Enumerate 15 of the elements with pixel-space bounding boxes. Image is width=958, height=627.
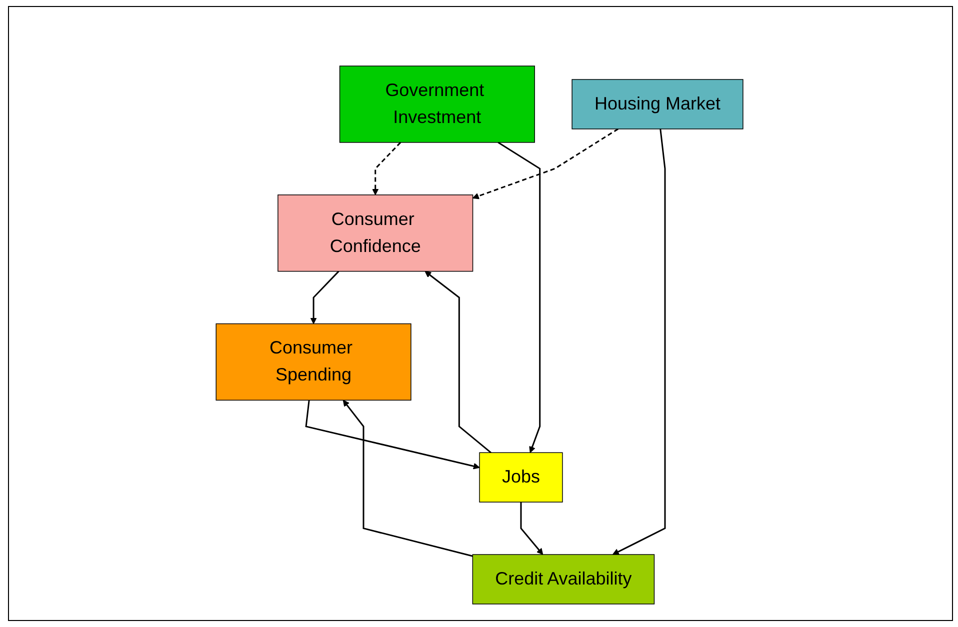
arrow	[612, 128, 666, 555]
arrow	[306, 400, 480, 470]
node-box: Consumer Spending	[216, 323, 412, 401]
arrow	[472, 128, 619, 200]
node-box: Credit Availability	[472, 554, 656, 604]
arrow	[343, 400, 474, 557]
arrow	[425, 271, 492, 454]
arrow	[310, 270, 340, 324]
node-box: Consumer Confidence	[278, 194, 474, 272]
node-box: Jobs	[480, 452, 564, 502]
arrow	[498, 142, 542, 453]
node-box: Government Investment	[340, 66, 536, 143]
node-box: Housing Market	[572, 79, 744, 130]
arrow	[520, 502, 544, 555]
arrow	[372, 142, 402, 196]
